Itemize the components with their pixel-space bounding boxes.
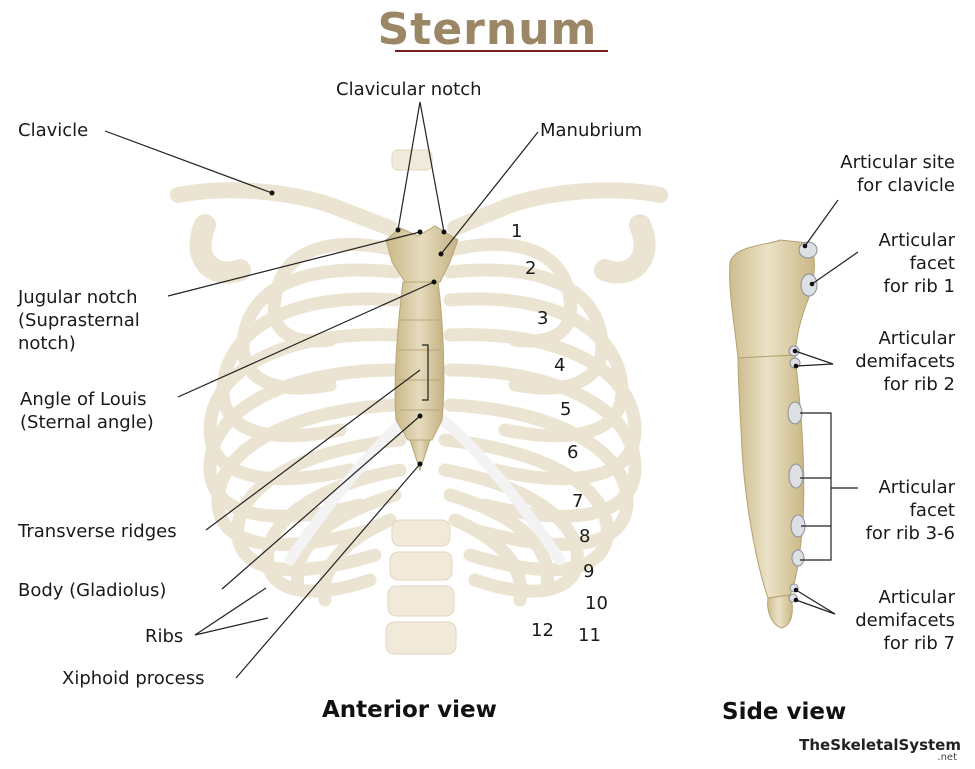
transverse-ridges-bracket bbox=[422, 344, 429, 401]
rib-number: 2 bbox=[525, 258, 537, 279]
rib-number: 6 bbox=[567, 442, 579, 463]
label-rib1-facet-2: facet bbox=[909, 253, 955, 274]
brand-logo: TheSkeletalSystem bbox=[799, 736, 961, 754]
label-rib3-6-facet-2: facet bbox=[909, 500, 955, 521]
label-rib2-demifacets: Articular bbox=[878, 328, 955, 349]
sternum-side bbox=[729, 239, 818, 629]
label-rib3-6-facet: Articular bbox=[878, 477, 955, 498]
label-rib2-demifacets-3: for rib 2 bbox=[883, 374, 955, 395]
label-rib7-demifacets-3: for rib 7 bbox=[883, 633, 955, 654]
rib-number: 9 bbox=[583, 561, 595, 582]
title-underline bbox=[395, 50, 608, 52]
label-jugular-notch-alt: (Suprasternal bbox=[18, 310, 140, 331]
label-jugular-notch: Jugular notch bbox=[18, 287, 138, 308]
rib-number: 5 bbox=[560, 399, 572, 420]
leader-dots-side bbox=[792, 243, 815, 603]
label-rib1-facet: Articular bbox=[878, 230, 955, 251]
caption-side-view: Side view bbox=[722, 699, 847, 725]
label-transverse-ridges: Transverse ridges bbox=[18, 521, 177, 542]
rib-number: 8 bbox=[579, 526, 591, 547]
sternum-anterior bbox=[385, 225, 459, 472]
rib-number: 11 bbox=[578, 625, 601, 646]
label-clavicular-notch: Clavicular notch bbox=[336, 79, 482, 100]
rib-number: 3 bbox=[537, 308, 549, 329]
page-title: Sternum bbox=[377, 4, 598, 55]
label-rib2-demifacets-2: demifacets bbox=[855, 351, 955, 372]
label-rib7-demifacets: Articular bbox=[878, 587, 955, 608]
brand-logo-suffix: .net bbox=[937, 752, 957, 763]
rib-number: 7 bbox=[572, 491, 584, 512]
label-sternal-angle: (Sternal angle) bbox=[20, 412, 154, 433]
label-rib1-facet-3: for rib 1 bbox=[883, 276, 955, 297]
label-xiphoid: Xiphoid process bbox=[62, 668, 205, 689]
rib-number: 10 bbox=[585, 593, 608, 614]
caption-anterior-view: Anterior view bbox=[322, 697, 497, 723]
label-ribs: Ribs bbox=[145, 626, 184, 647]
leader-dots-anterior bbox=[269, 190, 447, 467]
rib-number: 12 bbox=[531, 620, 554, 641]
label-jugular-notch-alt2: notch) bbox=[18, 333, 76, 354]
rib-number: 4 bbox=[554, 355, 566, 376]
label-angle-of-louis: Angle of Louis bbox=[20, 389, 147, 410]
label-body: Body (Gladiolus) bbox=[18, 580, 167, 601]
label-clavicle: Clavicle bbox=[18, 120, 89, 141]
label-rib3-6-facet-3: for rib 3-6 bbox=[865, 523, 955, 544]
vertebral-column bbox=[385, 149, 457, 655]
label-manubrium: Manubrium bbox=[540, 120, 643, 141]
label-articular-site-clavicle-2: for clavicle bbox=[856, 175, 955, 196]
label-rib7-demifacets-2: demifacets bbox=[855, 610, 955, 631]
label-articular-site-clavicle: Articular site bbox=[840, 152, 955, 173]
leader-lines-side bbox=[794, 199, 859, 615]
rib-number: 1 bbox=[511, 221, 523, 242]
leader-lines-anterior bbox=[104, 101, 539, 679]
